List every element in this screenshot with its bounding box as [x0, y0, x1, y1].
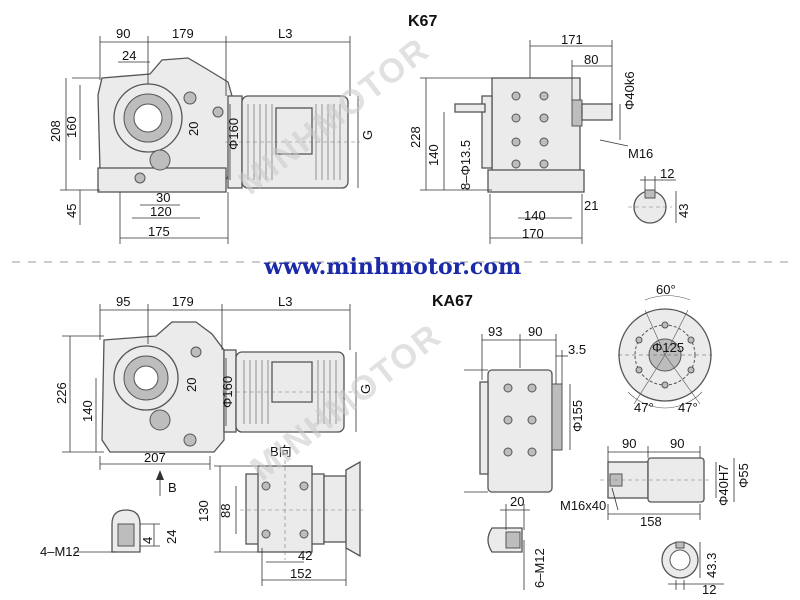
ka67-front-dim-35: 3.5	[568, 342, 586, 357]
k67-key-width: 12	[660, 166, 674, 181]
ka67-shaft-thread: M16x40	[560, 498, 606, 513]
ka67-front-housing	[487, 369, 553, 493]
ka67-hollow-shaft: 90 90 Φ40H7 Φ55 M16x40 158	[560, 436, 751, 529]
ka67-dim-226: 226	[54, 382, 69, 404]
k67-front-holes: 8–Φ13.5	[458, 140, 473, 190]
ka67-bottom-dim-88: 88	[218, 504, 233, 518]
ka67-dim-207: 207	[144, 450, 166, 465]
ka67-key-height: 43.3	[704, 553, 719, 578]
ka67-bottom-dim-130: 130	[196, 500, 211, 522]
ka67-view-label: B向	[270, 444, 292, 459]
ka67-flange-angle-right: 47°	[678, 400, 698, 415]
k67-front-dim-170: 170	[522, 226, 544, 241]
k67-front-shaft-dia: Φ40k6	[622, 71, 637, 110]
k67-dim-24: 24	[122, 48, 136, 63]
k67-front-dim-140b: 140	[524, 208, 546, 223]
ka67-front-flange-dia: Φ155	[570, 400, 585, 432]
ka67-thread-dim-24: 24	[164, 530, 179, 544]
k67-front-view: 171 80 228 140 8–Φ13.5 Φ40k6 M16 140 21 …	[408, 32, 653, 244]
ka67-thread-dim-4: 4	[140, 537, 155, 544]
ka67-front-dim-90: 90	[528, 324, 542, 339]
k67-front-dim-140: 140	[426, 144, 441, 166]
ka67-thread-label: 4–M12	[40, 544, 80, 559]
k67-dim-30: 30	[156, 190, 170, 205]
ka67-flange-angle-top: 60°	[656, 282, 676, 297]
k67-dim-20: 20	[186, 122, 201, 136]
ka67-thread-detail: 4–M12 4 24	[40, 509, 179, 559]
k67-front-dim-171: 171	[561, 32, 583, 47]
ka67-title: KA67	[432, 293, 473, 310]
ka67-dim-95: 95	[116, 294, 130, 309]
ka67-front-view: 93 90 3.5 Φ155	[464, 324, 586, 493]
k67-dim-179: 179	[172, 26, 194, 41]
k67-dim-phi160: Φ160	[226, 118, 241, 150]
ka67-screw-label: 6–M12	[532, 548, 547, 588]
ka67-key-detail: 43.3 12	[661, 541, 724, 597]
ka67-screw-detail: 20 6–M12	[487, 494, 547, 590]
k67-foot	[97, 167, 227, 193]
ka67-dim-g: G	[358, 384, 373, 394]
ka67-flange-angle-left: 47°	[634, 400, 654, 415]
ka67-key-width: 12	[702, 582, 716, 597]
ka67-front-dim-93: 93	[488, 324, 502, 339]
ka67-terminal-box	[271, 361, 313, 403]
ka67-dim-179: 179	[172, 294, 194, 309]
ka67-dim-20: 20	[184, 378, 199, 392]
ka67-shaft-length: 158	[640, 514, 662, 529]
k67-output-shaft	[581, 103, 613, 121]
ka67-bottom-dim-42: 42	[298, 548, 312, 563]
ka67-dim-l3: L3	[278, 294, 292, 309]
k67-key-height: 43	[676, 204, 691, 218]
k67-front-dim-21: 21	[584, 198, 598, 213]
ka67-shaft-bore: Φ40H7	[716, 465, 731, 506]
k67-dim-l3: L3	[278, 26, 292, 41]
k67-side-view: 90 179 L3 24 208 160 45 20 Φ160 G 30 120…	[48, 26, 375, 244]
ka67-dim-140: 140	[80, 400, 95, 422]
ka67-bottom-dim-152: 152	[290, 566, 312, 581]
ka67-shaft-dim-90b: 90	[670, 436, 684, 451]
ka67-flange-pcd: Φ125	[652, 340, 684, 355]
ka67-dim-phi160: Φ160	[220, 376, 235, 408]
ka67-bottom-view: B向 130 88 42 152	[196, 444, 366, 586]
k67-front-dim-80: 80	[584, 52, 598, 67]
k67-title: K67	[408, 13, 437, 30]
ka67-screw-dim-20: 20	[510, 494, 524, 509]
k67-dim-208: 208	[48, 120, 63, 142]
k67-dim-120: 120	[150, 204, 172, 219]
ka67-shaft-dim-90a: 90	[622, 436, 636, 451]
k67-dim-45: 45	[64, 204, 79, 218]
k67-dim-g: G	[360, 130, 375, 140]
ka67-flange-view: 60° Φ125 47° 47°	[618, 282, 712, 415]
ka67-arrow-b: B	[168, 480, 177, 495]
k67-dim-175: 175	[148, 224, 170, 239]
k67-key-detail: 12 43	[628, 166, 691, 224]
k67-front-thread: M16	[628, 146, 653, 161]
k67-dim-90: 90	[116, 26, 130, 41]
k67-front-dim-228: 228	[408, 126, 423, 148]
ka67-side-view: 95 179 L3 226 140 20 Φ160 G 207 B	[54, 294, 373, 496]
k67-terminal-box	[275, 107, 313, 155]
site-url: www.minhmotor.com	[263, 254, 521, 280]
ka67-shaft-outer: Φ55	[736, 463, 751, 488]
k67-dim-160: 160	[64, 116, 79, 138]
